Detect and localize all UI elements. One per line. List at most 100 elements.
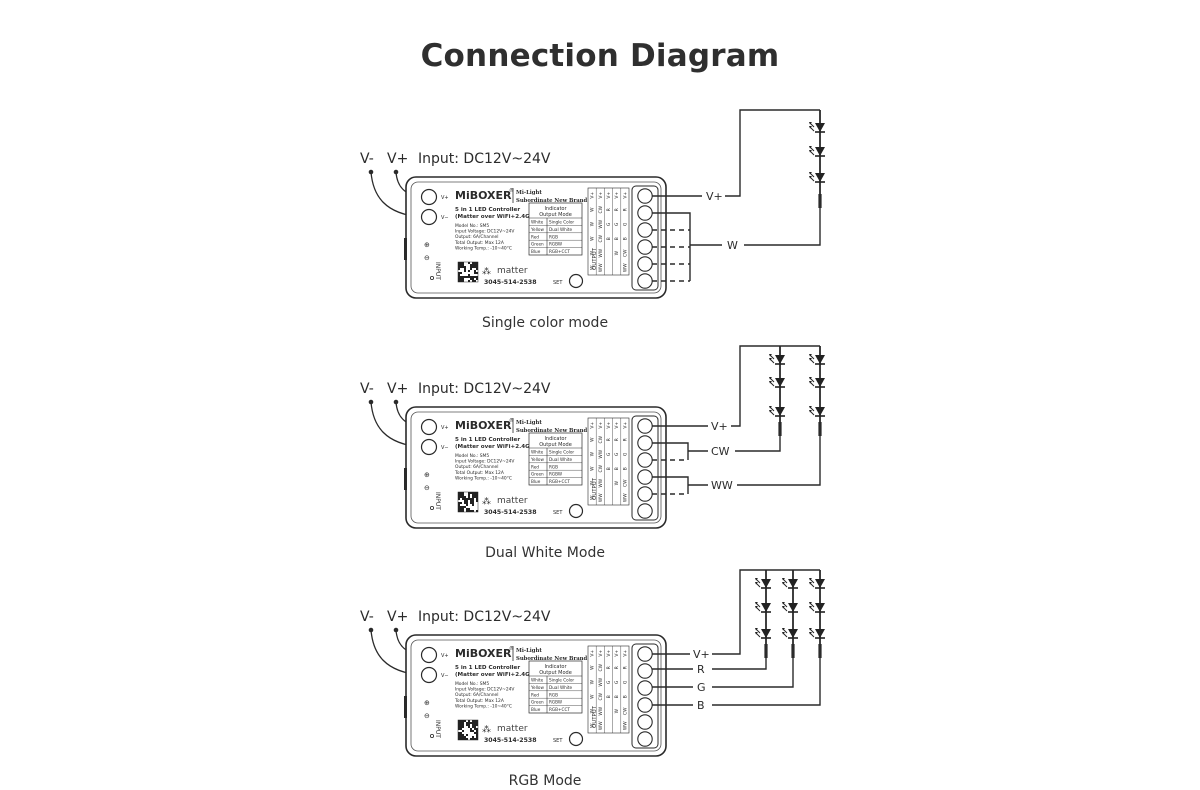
polarity-plus-icon: ⊕ [424,471,430,479]
side-tab [404,468,407,490]
indicator-color: White [531,220,544,225]
output-terminal [637,469,653,485]
qr-cell [476,264,478,266]
controller-inner-border [410,639,662,752]
indicator-mode: Dual White [549,457,573,462]
led-icon [754,627,772,639]
set-label: SET [553,280,563,286]
output-terminal [637,435,653,451]
spec-line: Model No.: SM5 [455,453,489,459]
output-cell-label: WW [598,721,604,730]
input-terminal-vplus [420,418,438,436]
qr-cell [472,280,474,282]
qr-cell [460,732,462,734]
indicator-color: Blue [531,479,541,484]
output-cell-label: WW [622,721,628,730]
matter-logo-icon: ⁂ [482,266,491,277]
output-cell-label: R [622,208,628,211]
output-grid [587,187,630,276]
qr-cell [462,508,464,510]
subbrand: Mi-Light [516,190,542,196]
qr-cell [462,734,464,736]
output-cell-label: G [606,452,612,456]
qr-cell [462,736,464,738]
qr-cell [460,724,462,726]
output-cell-label: W [590,437,596,442]
qr-cell [462,722,464,724]
output-cell-label: V+ [614,650,620,657]
output-cell-label: V+ [614,192,620,199]
qr-cell [464,266,466,268]
qr-cell [476,734,478,736]
page-title: Connection Diagram [420,38,780,74]
output-cell-label: V+ [590,422,596,429]
output-cell-label: G [606,222,612,226]
qr-cell [460,278,462,280]
input-vplus-label: V+ [387,151,408,167]
qr-cell [464,496,466,498]
qr-cell [460,272,462,274]
qr-cell [458,734,460,736]
qr-cell [476,494,478,496]
qr-cell [458,266,460,268]
output-label: OUTPUT [592,247,598,270]
product-name: 5 in 1 LED Controller [455,437,520,443]
qr-cell [458,494,460,496]
matter-label: matter [497,496,528,506]
qr-cell [458,492,460,494]
indicator-mode: Dual White [549,227,573,232]
spec-line: Working Temp.: -10~40°C [455,245,512,251]
qr-cell [458,278,460,280]
output-cell-label: V+ [606,650,612,657]
qr-cell [476,724,478,726]
resistor-icon [818,194,822,208]
indicator-header: Output Mode [539,212,572,218]
qr-cell [462,262,464,264]
qr-cell [472,496,474,498]
qr-cell [470,500,472,502]
serial-number: 3045-514-2538 [484,509,537,516]
qr-cell [460,736,462,738]
output-cell-label: CW [622,707,628,715]
qr-cell [464,720,466,722]
qr-cell [460,276,462,278]
output-cell-label: WW [598,449,604,458]
subbrand: Mi-Light [516,648,542,654]
output-cell-label: CW [622,479,628,487]
indicator-color: Green [531,472,544,477]
spec-line: Model No.: SM5 [455,223,489,229]
qr-cell [460,280,462,282]
qr-cell [458,280,460,282]
qr-cell [472,730,474,732]
qr-cell [472,492,474,494]
qr-cell [470,722,472,724]
output-cell-label: B [614,237,620,240]
registered-mark: ® [509,187,514,194]
qr-cell [460,262,462,264]
output-cell-label: R [606,208,612,211]
qr-cell [466,502,468,504]
indicator-color: Yellow [530,685,544,690]
terminal-label: V− [441,445,449,451]
qr-cell [472,264,474,266]
polarity-minus-icon: ⊖ [424,254,430,262]
output-cell-label: B [622,695,628,698]
qr-cell [472,720,474,722]
indicator-header: Indicator [544,436,567,442]
output-cell-label: B [606,467,612,470]
subbrand: Mi-Light [516,420,542,426]
qr-cell [474,732,476,734]
output-grid [587,417,630,506]
qr-cell [458,732,460,734]
qr-cell [462,266,464,268]
product-name: 5 in 1 LED Controller [455,207,520,213]
qr-cell [458,726,460,728]
qr-cell [472,504,474,506]
qr-cell [466,722,468,724]
set-label: SET [553,738,563,744]
matter-label: matter [497,266,528,276]
qr-cell [460,722,462,724]
brand-logo: MiBOXER [455,419,512,432]
mode-caption: Dual White Mode [485,545,605,561]
qr-cell [468,720,470,722]
